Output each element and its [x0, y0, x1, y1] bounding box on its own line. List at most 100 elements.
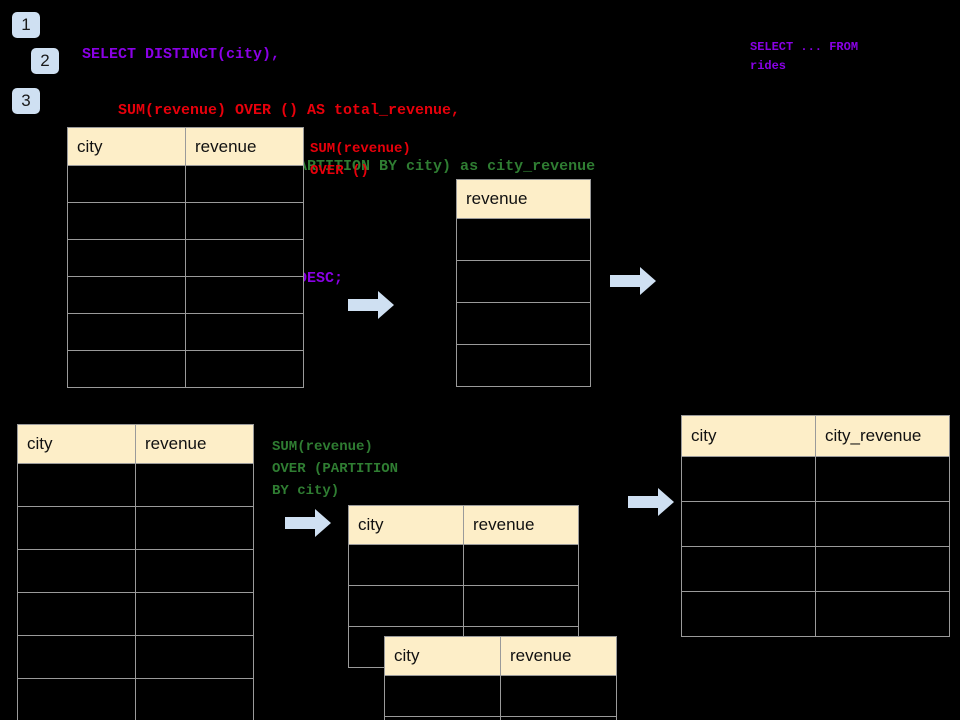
table-cell [17, 506, 136, 550]
table-cell [17, 549, 136, 593]
table-cell [384, 675, 501, 717]
table-cell [456, 344, 591, 387]
table-cell [135, 549, 254, 593]
table-cell [456, 302, 591, 345]
table-cell [681, 546, 816, 592]
table-cell [67, 239, 186, 277]
step-badge-3[interactable]: 3 [12, 88, 40, 114]
column-header-city: city [681, 415, 816, 457]
table-cell [681, 591, 816, 637]
table-cell [67, 165, 186, 203]
table-cell [67, 350, 186, 388]
table-source-rides-bottom: city revenue [17, 424, 254, 720]
sql-line-sum-over-empty: SUM(revenue) OVER () AS total_revenue, [82, 102, 461, 119]
sql-line-select: SELECT DISTINCT(city), [82, 46, 281, 63]
table-cell [135, 506, 254, 550]
table-cell [135, 463, 254, 507]
table-row [348, 585, 579, 627]
table-header-row: city revenue [67, 127, 304, 166]
table-cell [185, 313, 304, 351]
table-row [17, 635, 254, 679]
table-cell [815, 591, 950, 637]
table-row [681, 591, 950, 637]
table-row [67, 276, 304, 314]
table-cell [17, 635, 136, 679]
table-cell [185, 350, 304, 388]
table-cell [815, 501, 950, 547]
table-cell [17, 678, 136, 720]
arrow-source-to-revenue [348, 291, 394, 324]
table-row [456, 260, 591, 303]
table-row [17, 592, 254, 636]
arrow-source-to-partition [285, 509, 331, 542]
table-cell [185, 202, 304, 240]
table-final-result: city city_revenue [681, 415, 950, 637]
column-header-revenue: revenue [185, 127, 304, 166]
table-row [384, 675, 617, 717]
column-header-revenue: revenue [463, 505, 579, 545]
table-row [456, 218, 591, 261]
table-cell [384, 716, 501, 720]
table-cell [67, 313, 186, 351]
table-cell [500, 716, 617, 720]
table-cell [463, 585, 579, 627]
table-row [67, 313, 304, 351]
table-total-revenue: revenue [456, 179, 591, 387]
table-header-row: city revenue [384, 636, 617, 676]
column-header-city: city [348, 505, 464, 545]
table-cell [681, 501, 816, 547]
table-cell [67, 202, 186, 240]
table-row [67, 239, 304, 277]
table-cell [681, 456, 816, 502]
table-row [456, 344, 591, 387]
table-cell [185, 239, 304, 277]
side-note-select-from-rides: SELECT ... FROM rides [750, 40, 859, 73]
table-cell [348, 544, 464, 586]
table-source-rides-top: city revenue [67, 127, 304, 388]
table-row [17, 678, 254, 720]
table-cell [135, 592, 254, 636]
table-cell [185, 165, 304, 203]
table-row [681, 501, 950, 547]
annotation-over-empty: SUM(revenue) OVER () [310, 141, 411, 179]
column-header-revenue: revenue [135, 424, 254, 464]
table-cell [815, 546, 950, 592]
table-cell [135, 678, 254, 720]
table-cell [815, 456, 950, 502]
column-header-revenue: revenue [500, 636, 617, 676]
table-row [17, 506, 254, 550]
arrow-partition-to-result [628, 488, 674, 521]
table-row [67, 165, 304, 203]
table-row [681, 546, 950, 592]
table-cell [456, 218, 591, 261]
table-cell [456, 260, 591, 303]
column-header-city-revenue: city_revenue [815, 415, 950, 457]
table-row [348, 544, 579, 586]
column-header-city: city [17, 424, 136, 464]
table-row [17, 463, 254, 507]
step-badge-1[interactable]: 1 [12, 12, 40, 38]
table-row [17, 549, 254, 593]
table-header-row: city revenue [17, 424, 254, 464]
table-cell [348, 585, 464, 627]
table-cell [17, 592, 136, 636]
table-partition-group-back: city revenue [348, 505, 579, 668]
table-row [67, 202, 304, 240]
table-row [67, 350, 304, 388]
table-partition-group-front: city revenue [384, 636, 617, 720]
annotation-partition-by-city: SUM(revenue) OVER (PARTITION BY city) [272, 439, 399, 499]
step-badge-2[interactable]: 2 [31, 48, 59, 74]
table-row [384, 716, 617, 720]
table-header-row: city revenue [348, 505, 579, 545]
table-header-row: revenue [456, 179, 591, 219]
table-cell [17, 463, 136, 507]
table-header-row: city city_revenue [681, 415, 950, 457]
table-cell [67, 276, 186, 314]
table-cell [185, 276, 304, 314]
table-cell [135, 635, 254, 679]
table-cell [463, 544, 579, 586]
column-header-city: city [67, 127, 186, 166]
table-row [456, 302, 591, 345]
table-row [681, 456, 950, 502]
